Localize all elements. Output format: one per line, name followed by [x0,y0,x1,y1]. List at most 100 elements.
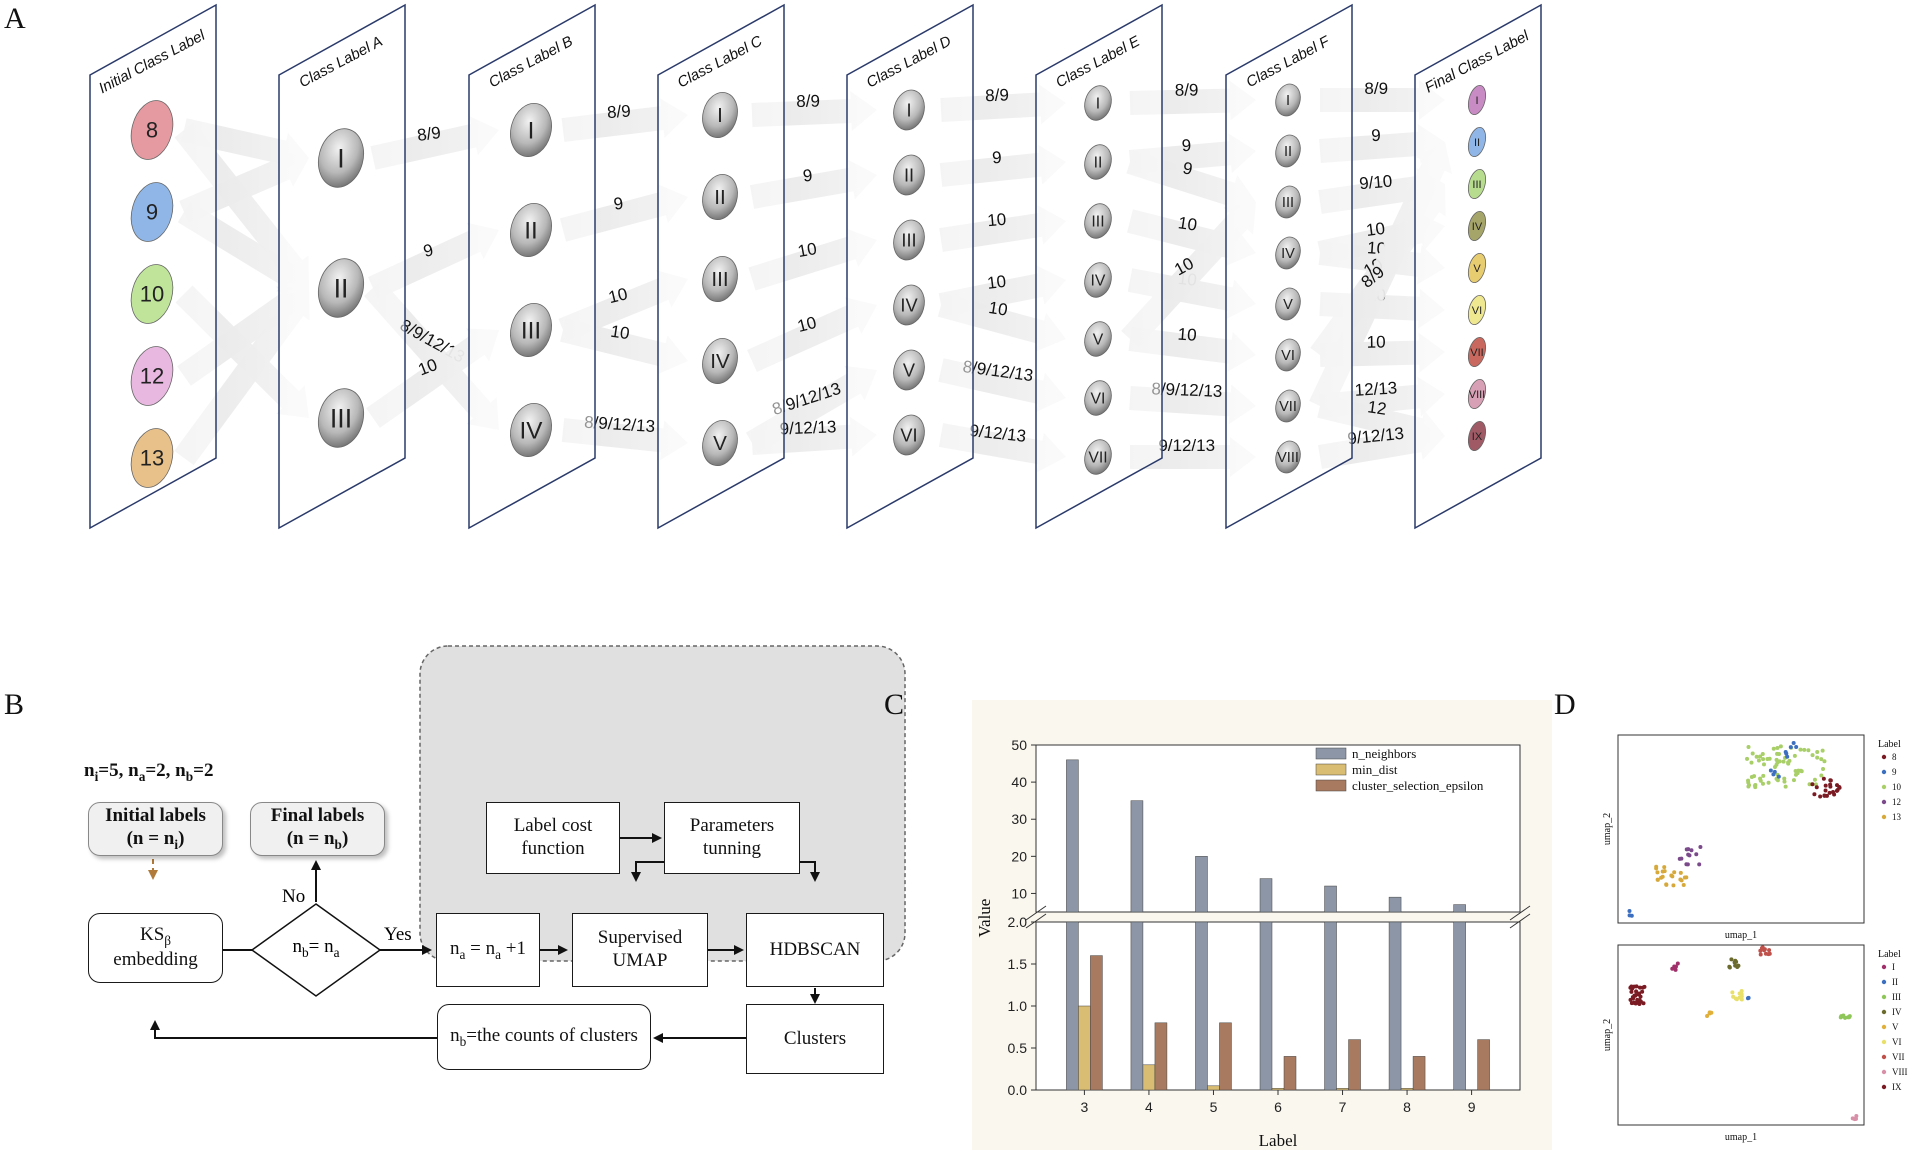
scatter-point [1756,758,1761,763]
legend-marker [1881,799,1887,805]
scatter-point [1775,778,1780,783]
flow-label: 9/10 [1358,172,1393,194]
class-node [1275,440,1301,474]
flow-label: 8/9 [606,101,631,122]
class-node [893,284,925,326]
bar-n_neighbors [1259,921,1273,1091]
scatter-y-label: umap_2 [1602,1019,1613,1051]
class-node-label: I [528,118,535,145]
flow-label: 10 [609,322,630,344]
increment-box: na = na +1 [436,913,540,987]
scatter-point [1761,757,1766,762]
scatter-point [1655,877,1660,882]
y-tick-label: 30 [1011,811,1027,827]
flow-label: 12 [1366,397,1387,418]
class-node-label: I [906,100,911,120]
bar-cluster_selection_epsilon [1219,1022,1232,1091]
supervised-umap-line2: UMAP [612,950,668,971]
scatter-point [1758,776,1763,781]
class-node [1467,378,1487,410]
class-node-label: III [1091,214,1104,231]
scatter-point [1673,964,1678,969]
label-cost-line1: Label cost [513,815,593,837]
y-tick-label: 0.5 [1008,1040,1028,1056]
class-node [130,100,174,160]
scatter-point [1785,754,1790,759]
scatter-point [1675,961,1680,966]
legend-label: I [1892,962,1895,972]
y-tick-label: 10 [1011,885,1027,901]
layer-plane [846,3,974,530]
class-node-label: IV [1091,273,1106,290]
scatter-x-label: umap_1 [1725,1132,1757,1143]
scatter-point [1791,778,1796,783]
y-tick-label: 20 [1011,848,1027,864]
scatter-point [1758,754,1763,759]
scatter-point [1783,784,1788,789]
panel-label-b: B [4,688,25,721]
scatter-point [1634,989,1639,994]
bar-n_neighbors [1388,896,1402,913]
bar-cluster_selection_epsilon [1090,955,1103,1091]
scatter-point [1828,778,1833,783]
scatter-point [1731,994,1736,999]
embedding-title: KSβ [139,924,172,949]
scatter-point [1807,782,1812,787]
class-node-label: 13 [140,446,164,471]
scatter-point [1681,882,1686,887]
legend-label: III [1892,992,1901,1002]
class-node [893,219,925,261]
legend-title: Label [1878,949,1901,960]
x-axis-label: Label [1259,1131,1298,1150]
class-node [702,173,738,221]
scatter-point [1792,753,1797,758]
scatter-point [1687,853,1692,858]
class-node-label: IV [1281,246,1295,262]
flow-label: 10 [1177,213,1199,235]
scatter-point [1775,745,1780,750]
final-labels-n: (n = nb) [286,828,349,852]
flow-label: 10 [987,298,1009,320]
flow-label: 12/13 [1354,378,1398,399]
bar-n_neighbors [1066,921,1079,1091]
scatter-point [1823,788,1828,793]
yes-label: Yes [384,924,412,945]
legend-marker [1881,769,1887,775]
scatter-point [1802,747,1807,752]
bar-cluster_selection_epsilon [1154,1022,1168,1091]
scatter-point [1654,864,1659,869]
scatter-point [1627,913,1632,918]
panel-d-scatter: umap_1umap_2Label89101213umap_1umap_2Lab… [1602,734,1908,1143]
scatter-point [1637,998,1642,1003]
scatter-point [1763,951,1768,956]
class-node [1467,126,1487,158]
scatter-point [1822,793,1827,798]
scatter-point [1697,862,1702,867]
class-node [130,264,174,324]
legend-label: IX [1892,1082,1902,1092]
scatter-point [1767,948,1772,953]
scatter-point [1781,759,1786,764]
flow-label: 10 [796,239,818,261]
y-axis-label: Value [975,899,994,938]
class-node [893,89,925,131]
scatter-point [1698,844,1703,849]
scatter-point [1834,788,1839,793]
scatter-point [1821,767,1826,772]
class-node [1084,439,1112,475]
scatter-point [1818,794,1823,799]
class-node [702,255,738,303]
scatter-x-label: umap_1 [1725,930,1757,941]
class-node [130,346,174,406]
class-node-label: I [337,143,344,173]
legend-title: Label [1878,739,1901,750]
scatter-point [1679,856,1684,861]
scatter-point [1627,908,1632,913]
clusters-box: Clusters [746,1004,884,1074]
x-tick-label: 3 [1081,1099,1089,1115]
class-node [702,91,738,139]
class-node [1467,252,1487,284]
class-node-label: VIII [1277,450,1299,466]
